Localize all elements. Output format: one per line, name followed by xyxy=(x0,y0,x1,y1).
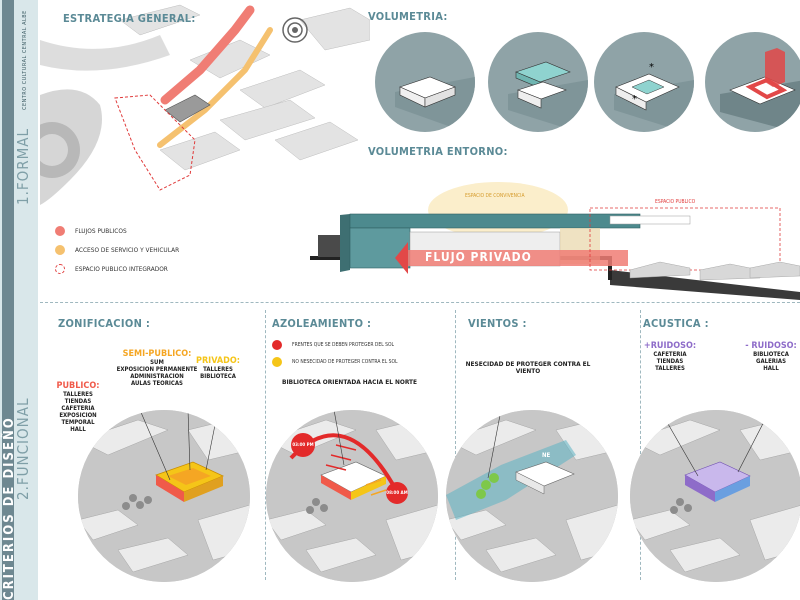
sidebar-dark-strip xyxy=(2,0,14,600)
section-divider xyxy=(40,302,800,303)
volumetria-step-4 xyxy=(705,32,800,132)
zona-publico-title: PUBLICO: xyxy=(56,381,100,391)
legend-dot-dashed xyxy=(55,264,65,274)
legend-label: FRENTES QUE SE DEBEN PROTEGER DEL SOL xyxy=(292,342,395,348)
sun-badge-pm: 03:00 PM xyxy=(291,433,315,457)
legend-label: ESPACIO PUBLICO INTEGRADOR xyxy=(75,265,168,273)
svg-text:*: * xyxy=(649,62,654,73)
legend-dot-orange xyxy=(55,245,65,255)
acustica-site-drawing xyxy=(630,410,800,582)
estrategia-map xyxy=(24,0,371,210)
volumetria-title: VOLUMETRIA: xyxy=(368,10,448,23)
zona-semipublico-items: SUM EXPOSICION PERMANENTE ADMINISTRACION… xyxy=(116,359,198,387)
zona-privado-items: TALLERES BIBLIOTECA xyxy=(200,366,236,380)
azoleamiento-diagram xyxy=(266,410,438,582)
espacio-publico-label: ESPACIO PUBLICO xyxy=(655,199,696,205)
volumetria-step-1 xyxy=(375,32,475,132)
legend-item-flujos: FLUJOS PUBLICOS xyxy=(55,226,285,236)
building-section-drawing xyxy=(310,182,800,300)
funcional-divider-3 xyxy=(640,310,641,580)
sun-time-am: 08:00 AM xyxy=(386,490,408,496)
azoleamiento-legend: FRENTES QUE SE DEBEN PROTEGER DEL SOL NO… xyxy=(272,340,398,367)
espacio-convivencia-label: ESPACIO DE CONVIVENCIA xyxy=(465,193,525,199)
sun-time-pm: 03:00 PM xyxy=(292,442,314,448)
vientos-site-drawing xyxy=(446,410,618,582)
azoleamiento-title: AZOLEAMIENTO : xyxy=(272,317,372,330)
acustica-menos-ruidoso: - RUIDOSO: BIBLIOTECA GALERIAS HALL xyxy=(742,341,800,372)
zona-privado-title: PRIVADO: xyxy=(196,356,240,366)
volume-box-drawing xyxy=(395,76,475,132)
formal-legend: FLUJOS PUBLICOS ACCESO DE SERVICIO Y VEH… xyxy=(55,226,285,274)
vientos-title: VIENTOS : xyxy=(468,317,527,330)
legend-dot-yellow xyxy=(272,357,282,367)
flujo-privado-label: FLUJO PRIVADO xyxy=(425,250,532,264)
legend-label: ACCESO DE SERVICIO Y VEHICULAR xyxy=(75,246,180,254)
zona-publico: PUBLICO: TALLERES TIENDAS CAFETERIA EXPO… xyxy=(44,381,112,433)
sun-legend-protect: FRENTES QUE SE DEBEN PROTEGER DEL SOL xyxy=(272,340,398,350)
section-label-funcional: 2.FUNCIONAL xyxy=(14,397,32,500)
volumetria-step-2 xyxy=(488,32,588,132)
urban-plan-drawing xyxy=(24,0,371,210)
sun-badge-am: 08:00 AM xyxy=(386,482,408,504)
zona-semipublico: SEMI-PUBLICO: SUM EXPOSICION PERMANENTE … xyxy=(112,349,202,387)
zona-semipublico-title: SEMI-PUBLICO: xyxy=(122,349,192,359)
vientos-callout: NESECIDAD DE PROTEGER CONTRA EL VIENTO xyxy=(465,360,591,375)
legend-item-espacio: ESPACIO PUBLICO INTEGRADOR xyxy=(55,264,285,274)
section-label-formal: 1.FORMAL xyxy=(14,127,32,205)
acustica-title: ACUSTICA : xyxy=(643,317,709,330)
acustica-ruidoso-items: CAFETERIA TIENDAS TALLERES xyxy=(653,351,687,372)
volume-courtyard-drawing: * * xyxy=(614,62,694,132)
zonificacion-site-drawing xyxy=(78,410,250,582)
acustica-ruidoso-title: +RUIDOSO: xyxy=(643,341,697,351)
sidebar-subtitle: CENTRO CULTURAL CENTRAL ALBE xyxy=(22,10,28,110)
svg-text:*: * xyxy=(632,94,637,105)
vientos-diagram xyxy=(446,410,618,582)
azoleamiento-site-drawing xyxy=(266,410,438,582)
wind-direction-label: NE xyxy=(542,452,551,459)
acustica-menos-ruidoso-title: - RUIDOSO: xyxy=(745,341,797,351)
entorno-title: VOLUMETRIA ENTORNO: xyxy=(368,145,508,158)
legend-item-acceso: ACCESO DE SERVICIO Y VEHICULAR xyxy=(55,245,285,255)
entorno-section xyxy=(310,180,800,300)
volume-final-drawing xyxy=(720,48,800,132)
legend-label: FLUJOS PUBLICOS xyxy=(75,227,127,235)
sun-legend-no-protect: NO NESECIDAD DE PROTEGER CONTRA EL SOL xyxy=(272,357,398,367)
zona-privado: PRIVADO: TALLERES BIBLIOTECA xyxy=(192,356,244,380)
zonificacion-diagram xyxy=(78,410,250,582)
azoleamiento-callout: BIBLIOTECA ORIENTADA HACIA EL NORTE xyxy=(282,378,418,386)
legend-dot-red xyxy=(55,226,65,236)
legend-dot-red xyxy=(272,340,282,350)
acustica-diagram xyxy=(630,410,800,582)
legend-label: NO NESECIDAD DE PROTEGER CONTRA EL SOL xyxy=(292,359,398,365)
funcional-divider-1 xyxy=(265,310,266,580)
volumetria-step-3: * * xyxy=(594,32,694,132)
acustica-menos-ruidoso-items: BIBLIOTECA GALERIAS HALL xyxy=(753,351,789,372)
funcional-divider-2 xyxy=(455,310,456,580)
estrategia-title: ESTRATEGIA GENERAL: xyxy=(63,12,196,25)
zona-publico-items: TALLERES TIENDAS CAFETERIA EXPOSICION TE… xyxy=(59,391,97,433)
volume-layers-drawing xyxy=(508,61,588,132)
acustica-ruidoso: +RUIDOSO: CAFETERIA TIENDAS TALLERES xyxy=(640,341,700,372)
zonificacion-title: ZONIFICACION : xyxy=(58,317,151,330)
